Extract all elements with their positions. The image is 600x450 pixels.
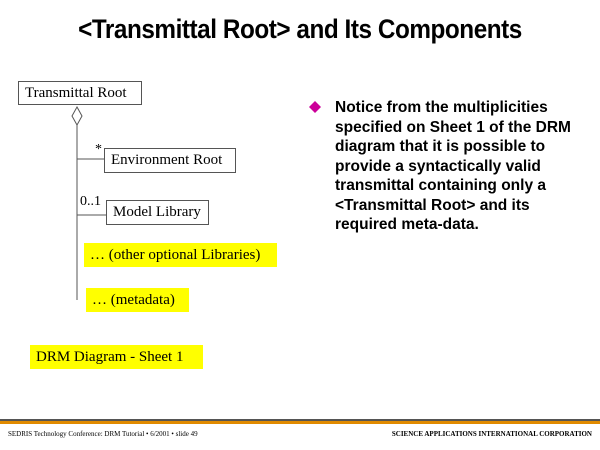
metadata-label: … (metadata) [86, 288, 189, 312]
footer-right: SCIENCE APPLICATIONS INTERNATIONAL CORPO… [391, 430, 592, 438]
other-libraries-label: … (other optional Libraries) [84, 243, 277, 267]
footer-left: SEDRIS Technology Conference: DRM Tutori… [8, 430, 198, 438]
aggregation-diamond-icon [71, 105, 83, 127]
bullet-text: Notice from the multiplicities specified… [335, 99, 571, 233]
diagram-caption: DRM Diagram - Sheet 1 [30, 345, 203, 369]
slide-title: <Transmittal Root> and Its Components [78, 14, 522, 44]
model-library-box: Model Library [106, 200, 209, 225]
footer-rule-dark [0, 419, 600, 421]
environment-root-box: Environment Root [104, 148, 236, 173]
bullet-diamond-icon [309, 101, 321, 113]
transmittal-root-box: Transmittal Root [18, 81, 142, 105]
model-multiplicity: 0..1 [80, 194, 101, 209]
env-multiplicity: * [95, 142, 102, 157]
footer-rule-orange [0, 421, 600, 424]
